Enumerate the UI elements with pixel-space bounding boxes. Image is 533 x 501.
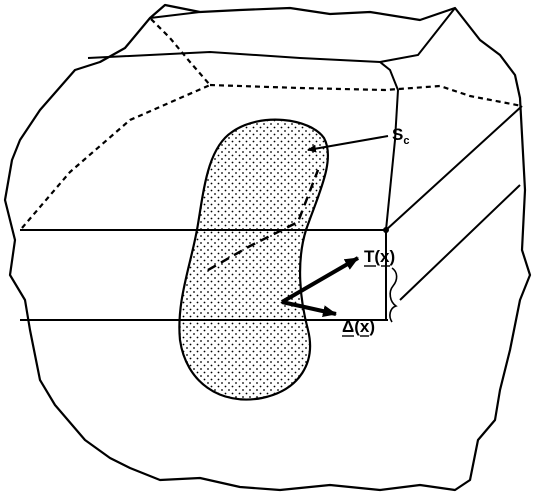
displacement-arrow [281,300,337,318]
displacement-label: Δ(x) [342,317,375,336]
block-top-rim [149,7,456,63]
traction-label: T(x) [364,247,395,266]
crack-surface [178,118,329,401]
hidden-edge-left [21,17,212,229]
hidden-edge-right [209,83,523,108]
surface-label: Sc [392,125,409,147]
crack-dash-overlay [207,169,320,271]
gap-brace [389,267,398,323]
block-top-edge [87,50,400,231]
block-right-face [385,105,523,320]
traction-arrow [280,256,360,304]
body-outline [3,3,532,492]
surface-leader-arrow [307,135,389,153]
